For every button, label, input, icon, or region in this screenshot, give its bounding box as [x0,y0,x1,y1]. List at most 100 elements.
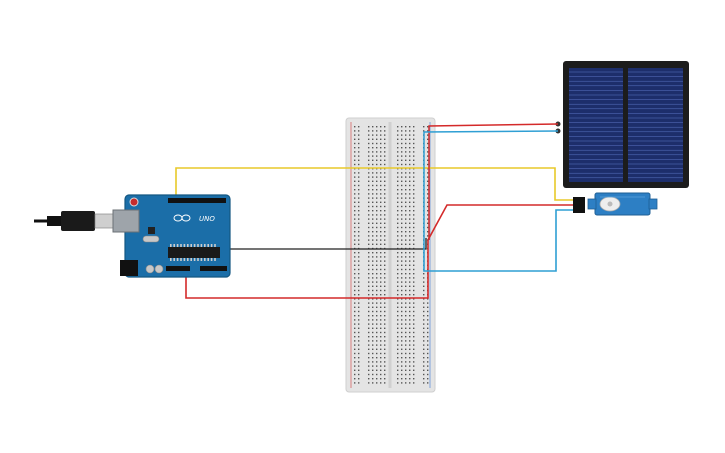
breadboard-hole[interactable] [376,281,378,283]
breadboard-hole[interactable] [376,218,378,220]
breadboard-hole[interactable] [413,298,415,300]
breadboard-hole[interactable] [401,319,403,321]
breadboard-hole[interactable] [376,226,378,229]
breadboard-hole[interactable] [384,323,386,325]
breadboard-hole[interactable] [376,142,378,145]
breadboard-hole[interactable] [397,205,399,208]
breadboard-hole[interactable] [368,289,370,292]
breadboard-hole[interactable] [380,331,382,334]
breadboard-hole[interactable] [384,218,386,220]
breadboard-hole[interactable] [358,323,360,325]
breadboard-hole[interactable] [368,348,370,350]
breadboard-hole[interactable] [413,147,415,149]
breadboard-hole[interactable] [405,298,407,300]
breadboard-hole[interactable] [376,126,378,128]
analog-pin-header[interactable] [200,266,227,271]
breadboard-hole[interactable] [368,273,370,275]
breadboard-hole[interactable] [380,159,382,161]
breadboard-hole[interactable] [376,193,378,195]
breadboard-hole[interactable] [423,273,425,275]
breadboard-hole[interactable] [358,327,360,329]
breadboard-hole[interactable] [380,277,382,279]
breadboard-hole[interactable] [358,369,360,371]
breadboard-hole[interactable] [354,163,356,166]
breadboard-hole[interactable] [413,294,415,296]
breadboard-hole[interactable] [397,382,399,384]
breadboard-hole[interactable] [368,138,370,140]
breadboard-hole[interactable] [409,344,411,346]
breadboard-hole[interactable] [427,163,429,166]
breadboard-hole[interactable] [358,294,360,296]
breadboard-hole[interactable] [376,340,378,342]
breadboard-hole[interactable] [409,382,411,384]
breadboard-hole[interactable] [405,163,407,166]
breadboard-hole[interactable] [376,378,378,380]
breadboard-hole[interactable] [423,289,425,292]
breadboard-hole[interactable] [405,172,407,174]
breadboard-hole[interactable] [380,180,382,182]
breadboard-hole[interactable] [358,210,360,212]
breadboard-hole[interactable] [372,155,374,157]
breadboard-hole[interactable] [405,176,407,178]
breadboard-hole[interactable] [413,319,415,321]
breadboard-hole[interactable] [358,378,360,380]
power-pin-header[interactable] [166,266,190,271]
breadboard-hole[interactable] [354,264,356,266]
breadboard-hole[interactable] [401,256,403,258]
breadboard-hole[interactable] [354,218,356,220]
breadboard-hole[interactable] [397,273,399,275]
breadboard-hole[interactable] [372,197,374,199]
breadboard-hole[interactable] [384,378,386,380]
breadboard-hole[interactable] [413,361,415,363]
breadboard-hole[interactable] [405,348,407,350]
breadboard-hole[interactable] [397,151,399,153]
breadboard-hole[interactable] [376,306,378,308]
breadboard-hole[interactable] [354,205,356,208]
breadboard-hole[interactable] [380,361,382,363]
breadboard-hole[interactable] [397,336,399,338]
breadboard-hole[interactable] [397,323,399,325]
solar-panel[interactable] [555,61,690,188]
breadboard-hole[interactable] [409,361,411,363]
breadboard-hole[interactable] [397,365,399,367]
breadboard-hole[interactable] [397,277,399,279]
breadboard-hole[interactable] [423,281,425,283]
breadboard-hole[interactable] [376,138,378,140]
breadboard-hole[interactable] [358,138,360,140]
breadboard-hole[interactable] [368,142,370,145]
breadboard-hole[interactable] [368,378,370,380]
breadboard-hole[interactable] [368,306,370,308]
breadboard-hole[interactable] [413,378,415,380]
breadboard-hole[interactable] [409,222,411,224]
breadboard-hole[interactable] [413,138,415,140]
breadboard-hole[interactable] [372,268,374,271]
breadboard-hole[interactable] [401,189,403,191]
breadboard-hole[interactable] [384,126,386,128]
breadboard-hole[interactable] [397,130,399,132]
breadboard-hole[interactable] [397,184,399,187]
breadboard-hole[interactable] [397,298,399,300]
breadboard-hole[interactable] [413,151,415,153]
breadboard-hole[interactable] [423,373,425,376]
breadboard-hole[interactable] [354,239,356,241]
breadboard-hole[interactable] [380,369,382,371]
breadboard-hole[interactable] [376,197,378,199]
breadboard-hole[interactable] [372,239,374,241]
breadboard-hole[interactable] [413,323,415,325]
breadboard-hole[interactable] [423,336,425,338]
breadboard-hole[interactable] [354,315,356,317]
breadboard-hole[interactable] [376,189,378,191]
breadboard-hole[interactable] [376,352,378,355]
breadboard-hole[interactable] [427,369,429,371]
breadboard-hole[interactable] [372,323,374,325]
breadboard-hole[interactable] [380,306,382,308]
breadboard-hole[interactable] [358,130,360,132]
breadboard-hole[interactable] [376,331,378,334]
breadboard-hole[interactable] [409,281,411,283]
wire-red-servo-power[interactable] [427,204,575,241]
breadboard-hole[interactable] [413,172,415,174]
breadboard-hole[interactable] [409,336,411,338]
breadboard-hole[interactable] [384,365,386,367]
breadboard-hole[interactable] [401,180,403,182]
breadboard-hole[interactable] [368,298,370,300]
